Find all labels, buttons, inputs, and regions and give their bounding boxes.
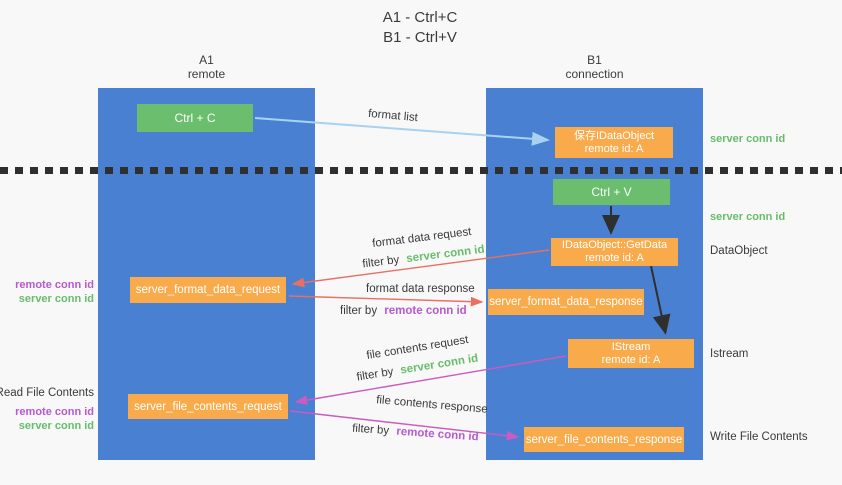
title-line-2: B1 - Ctrl+V — [383, 29, 457, 46]
server-file-contents-request-label: server_file_contents_request — [134, 400, 282, 413]
ctrl-v-box: Ctrl + V — [553, 179, 670, 205]
save-dataobject-line2: remote id: A — [584, 142, 644, 155]
server-file-contents-response-box: server_file_contents_response — [524, 427, 684, 452]
filter-by-text: filter by — [340, 305, 378, 317]
lifeline-b1-role: connection — [565, 67, 624, 81]
save-dataobject-box: 保存IDataObject remote id: A — [555, 127, 673, 158]
diagram-title: A1 - Ctrl+C B1 - Ctrl+V — [300, 8, 540, 48]
idataobject-getdata-box: IDataObject::GetData remote id: A — [551, 238, 678, 266]
server-format-data-response-label: server_format_data_response — [489, 296, 643, 308]
annotation-server-conn-id-mid: server conn id — [710, 211, 786, 223]
machine-boundary-dashed-line — [0, 167, 842, 174]
annotation-remote-conn-id-2: remote conn id — [15, 406, 94, 418]
server-format-data-response-box: server_format_data_response — [488, 289, 644, 315]
format-data-response-text: format data response — [366, 283, 475, 295]
format-data-response-label: format data response — [366, 283, 475, 295]
istream-line2: remote id: A — [601, 353, 661, 366]
lifeline-a1-name: A1 — [199, 53, 214, 67]
annotation-read-file-contents: Read File Contents — [0, 387, 94, 399]
ctrl-v-label: Ctrl + V — [591, 185, 632, 199]
annotation-remote-conn-id-1: remote conn id — [15, 279, 94, 291]
istream-box: IStream remote id: A — [568, 339, 694, 368]
filter-by-text: filter by — [355, 365, 395, 384]
filter-by-remote-conn-id-label-2: filter by remote conn id — [352, 423, 479, 444]
filter-by-text: filter by — [361, 254, 400, 271]
filter-by-text: filter by — [351, 422, 390, 438]
filter-by-remote-conn-id-label-1: filter by remote conn id — [340, 305, 467, 317]
istream-line1: IStream — [611, 340, 651, 353]
server-file-contents-response-label: server_file_contents_response — [525, 433, 683, 446]
lifeline-header-a1: A1 remote — [98, 53, 315, 81]
format-list-label: format list — [368, 108, 419, 124]
lifeline-header-b1: B1 connection — [486, 53, 703, 81]
annotation-write-file-contents: Write File Contents — [710, 431, 808, 443]
format-data-response-arrow — [288, 295, 484, 307]
server-format-data-request-label: server_format_data_request — [135, 284, 281, 296]
save-dataobject-line1: 保存IDataObject — [573, 129, 655, 142]
ctrl-c-box: Ctrl + C — [137, 104, 253, 132]
file-contents-response-label: file contents response — [376, 394, 488, 416]
lifeline-b1-name: B1 — [587, 53, 602, 67]
format-list-text: format list — [367, 107, 419, 125]
server-format-data-request-box: server_format_data_request — [130, 277, 286, 303]
getdata-line1: IDataObject::GetData — [561, 239, 668, 251]
title-line-1: A1 - Ctrl+C — [382, 9, 458, 26]
remote-conn-id-text: remote conn id — [384, 305, 467, 317]
server-conn-id-text: server conn id — [399, 352, 480, 377]
server-file-contents-request-box: server_file_contents_request — [128, 394, 288, 419]
annotation-server-conn-id-1: server conn id — [18, 293, 94, 305]
file-contents-response-text: file contents response — [375, 394, 489, 416]
lifeline-a1-role: remote — [187, 67, 226, 81]
annotation-server-conn-id-top: server conn id — [710, 133, 786, 145]
remote-conn-id-text: remote conn id — [395, 425, 479, 444]
annotation-istream: Istream — [710, 348, 749, 360]
ctrl-c-label: Ctrl + C — [174, 111, 216, 125]
annotation-server-conn-id-2: server conn id — [18, 420, 94, 432]
server-conn-id-text: server conn id — [405, 243, 486, 266]
annotation-dataobject: DataObject — [710, 245, 768, 257]
getdata-line2: remote id: A — [585, 252, 644, 264]
